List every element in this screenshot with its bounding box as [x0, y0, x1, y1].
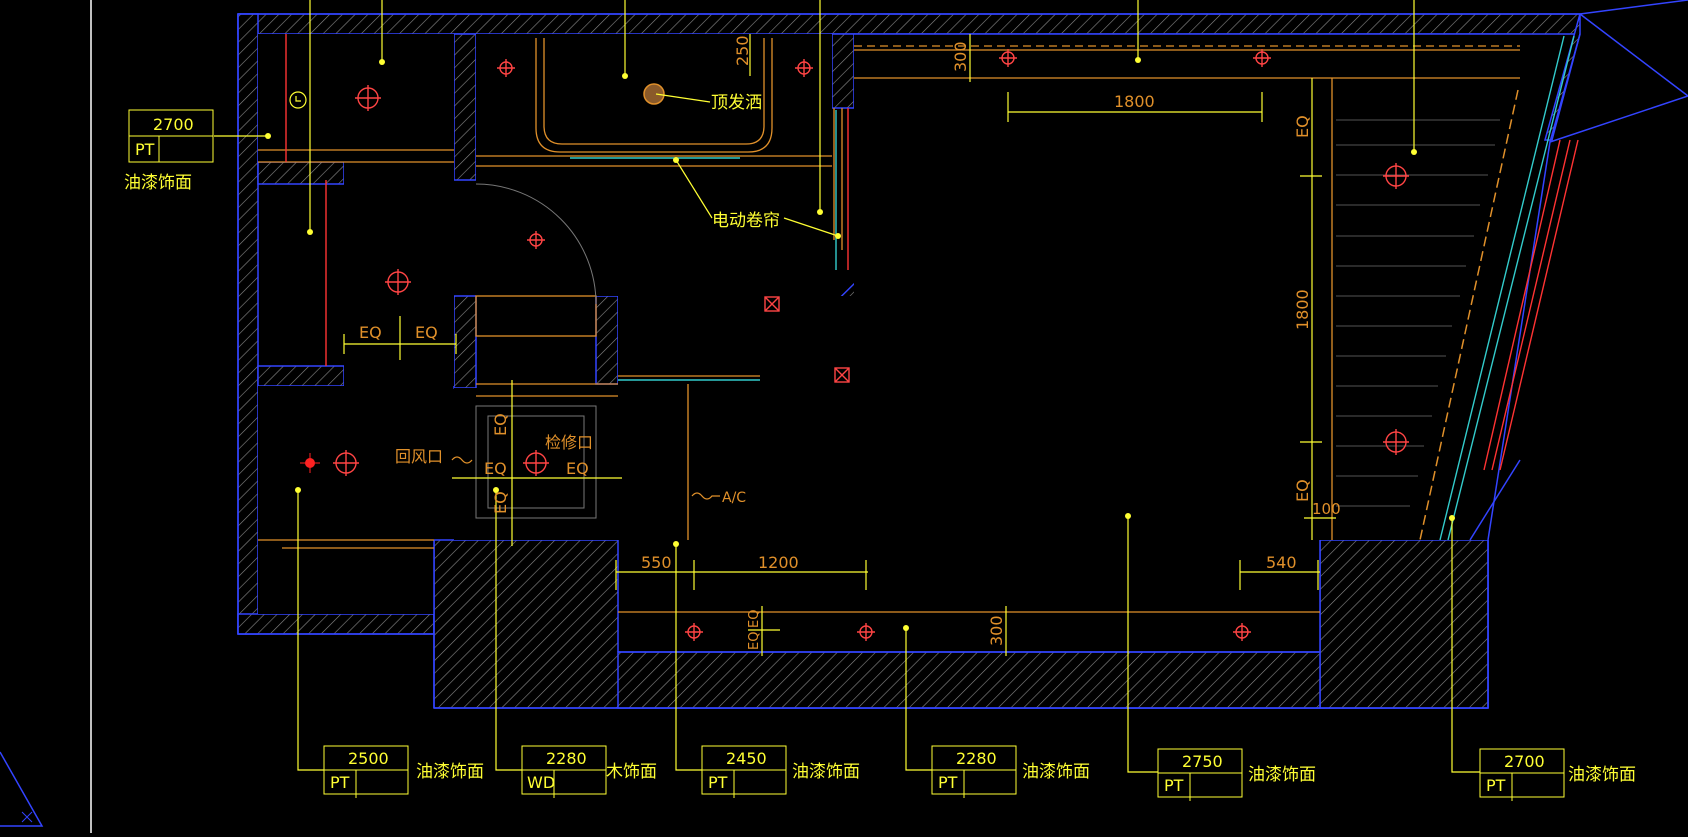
annotation-ac: A/C [722, 490, 746, 506]
smoke-detector-icon [300, 453, 320, 473]
tag-code: PT [330, 773, 350, 792]
tag-code: PT [135, 140, 155, 159]
tag-code: PT [938, 773, 958, 792]
ceiling-lines [258, 38, 1520, 613]
tag-height: 2450 [726, 749, 767, 768]
tag-3[interactable]: 2280 WD 木饰面 [521, 745, 657, 798]
dim-100: 100 [1312, 500, 1341, 518]
tag-5[interactable]: 2280 PT 油漆饰面 [931, 745, 1090, 798]
dim-eq-bottom-1: EQ [747, 610, 762, 628]
dim-1800-vertical: 1800 [1293, 289, 1312, 330]
annotations: 顶发洒 电动卷帘 回风口 检修口 A/C [395, 93, 780, 506]
tag-height: 2280 [546, 749, 587, 768]
tag-4[interactable]: 2450 PT 油漆饰面 [701, 745, 860, 798]
tag-height: 2750 [1182, 752, 1223, 771]
tag-height: 2700 [153, 115, 194, 134]
tag-code: WD [527, 773, 555, 792]
tag-finish: 油漆饰面 [416, 762, 484, 782]
dim-300-top: 300 [951, 41, 970, 72]
dimension-texts: 250 300 1800 EQ 1800 EQ 100 EQ EQ EQ EQ … [359, 35, 1341, 650]
tag-finish: 油漆饰面 [792, 762, 860, 782]
dim-eq-access-bottom: EQ [491, 491, 510, 514]
tag-finish: 木饰面 [606, 762, 657, 782]
corner-mark [0, 751, 44, 827]
tag-height: 2280 [956, 749, 997, 768]
tag-code: PT [1164, 776, 1184, 795]
annotation-access: 检修口 [545, 433, 593, 452]
tag-2[interactable]: 2500 PT 油漆饰面 [323, 745, 484, 798]
dim-eq-access-top: EQ [491, 413, 510, 436]
tag-finish: 油漆饰面 [124, 173, 192, 193]
dim-eq-left-2: EQ [415, 323, 438, 342]
dim-300-bottom: 300 [987, 615, 1006, 646]
dim-250: 250 [733, 35, 752, 66]
dim-1200: 1200 [758, 553, 799, 572]
dim-eq-bottom-2: EQ [747, 632, 762, 650]
dim-eq-right-bottom: EQ [1293, 479, 1312, 502]
annotation-return-air: 回风口 [395, 447, 443, 466]
wall-outlines [237, 0, 1688, 709]
tag-1[interactable]: 2700 PT 油漆饰面 [124, 109, 214, 193]
tag-7[interactable]: 2700 PT 油漆饰面 [1479, 748, 1636, 801]
dim-eq-left-1: EQ [359, 323, 382, 342]
dim-550: 550 [641, 553, 672, 572]
tag-finish: 油漆饰面 [1248, 765, 1316, 785]
ceiling-height-tags: 2700 PT 油漆饰面 2500 PT 油漆饰面 2280 WD 木饰面 24… [124, 109, 1636, 801]
tag-code: PT [708, 773, 728, 792]
tag-code: PT [1486, 776, 1506, 795]
downlight-fixtures [333, 49, 1409, 641]
annotation-shower: 顶发洒 [711, 93, 762, 113]
dim-540: 540 [1266, 553, 1297, 572]
tag-finish: 油漆饰面 [1568, 765, 1636, 785]
shower-head-icon [643, 83, 665, 105]
tag-finish: 油漆饰面 [1022, 762, 1090, 782]
tag-height: 2500 [348, 749, 389, 768]
dim-eq-access-right: EQ [566, 459, 589, 478]
tag-6[interactable]: 2750 PT 油漆饰面 [1157, 748, 1316, 801]
dim-eq-access-left: EQ [484, 459, 507, 478]
tag-height: 2700 [1504, 752, 1545, 771]
clock-icon [289, 91, 307, 109]
leader-lines [214, 0, 1480, 773]
dim-1800-horizontal: 1800 [1114, 92, 1155, 111]
dim-eq-right-top: EQ [1293, 115, 1312, 138]
annotation-blind: 电动卷帘 [712, 211, 780, 231]
leader-dots [265, 57, 1455, 631]
